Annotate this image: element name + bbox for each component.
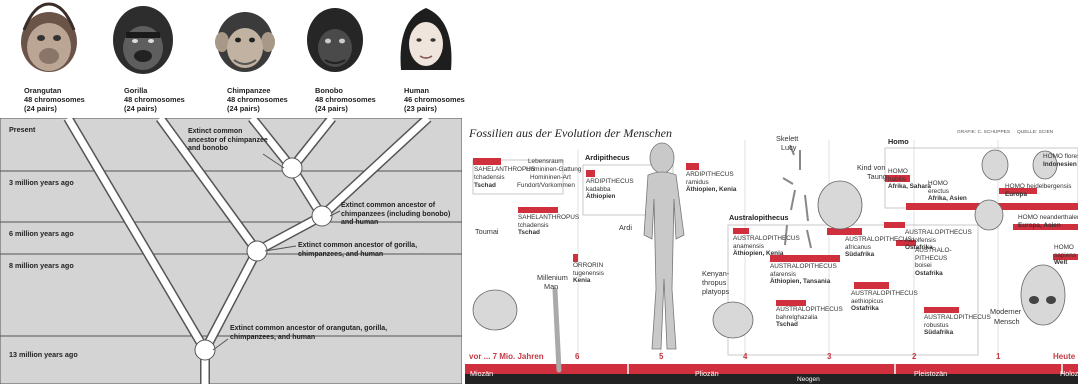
fossil-graphic (465, 140, 1078, 384)
timeline-tick-2: 2 (912, 352, 917, 361)
bonobo-portrait (307, 8, 363, 72)
ancestor-note-gorilla-chimps-human: Extinct common ancestor of gorilla, chim… (298, 242, 418, 258)
name-lucy: Lucy (781, 143, 797, 152)
name-toumai: Toumai (475, 227, 499, 236)
timeline-tick-5: 5 (659, 352, 664, 361)
timeline-end: Heute (1053, 352, 1076, 361)
legend-genus: SAHELANTHROPUS (474, 166, 536, 173)
time-label-8myr: 8 million years ago (9, 261, 74, 270)
epoch-holozaen: Holozän (1060, 369, 1078, 378)
name-mensch: Mensch (994, 317, 1020, 326)
group-australopithecus: Australopithecus (729, 213, 789, 222)
timeline-tick-1: 1 (996, 352, 1001, 361)
name-kenyan: Kenyan- (702, 269, 730, 278)
legend-place-desc: Fundort/Vorkommen (517, 182, 575, 189)
lucy-bones (782, 144, 812, 249)
name-ardi: Ardi (619, 223, 632, 232)
legend-genus-desc: Homininen-Gattung (526, 166, 582, 173)
taung-skull (817, 180, 863, 230)
timeline-tick-4: 4 (743, 352, 748, 361)
chimpanzee-portrait (215, 12, 275, 72)
node-gorilla-chimps-human (246, 240, 268, 262)
source-credit: QUELLE: SCIEN (1017, 130, 1054, 135)
group-ardipithecus: Ardipithecus (585, 153, 630, 162)
legend-species: tchadensis (474, 174, 505, 181)
taxon-homo-neanderthalensis: HOMO neanderthalensisEuropa, Asien (1018, 214, 1078, 229)
toumai-skull (472, 289, 518, 331)
node-chimp-bonobo (281, 157, 303, 179)
ancestor-note-all-apes: Extinct common ancestor of orangutan, go… (230, 325, 388, 341)
millenium-femur (552, 287, 562, 373)
node-all-great-apes (194, 339, 216, 361)
tree-diagram: Present 3 million years ago 6 million ye… (0, 118, 462, 384)
gorilla-portrait (113, 6, 173, 74)
epoch-pliozaen: Pliozän (695, 369, 719, 378)
timeline-tick-3: 3 (827, 352, 832, 361)
fossil-timeline-panel: Fossilien aus der Evolution der Menschen… (465, 0, 1078, 384)
name-millenium: Millenium (537, 273, 568, 282)
timeline-start: vor ... 7 Mio. Jahren (469, 352, 544, 361)
name-skelett: Skelett (776, 134, 799, 143)
name-taung: Taung (867, 172, 887, 181)
human-portrait (400, 8, 452, 70)
fossil-chart-title: Fossilien aus der Evolution der Menschen (469, 126, 672, 140)
timeline-tick-6: 6 (575, 352, 580, 361)
epoch-band (465, 364, 1078, 374)
ancestor-note-chimps-human: Extinct common ancestor of chimpanzees (… (341, 202, 451, 226)
ancestor-note-chimp-bonobo: Extinct common ancestor of chimpanzee an… (188, 128, 268, 152)
time-label-6myr: 6 million years ago (9, 229, 74, 238)
legend-species-desc: Homininen-Art (530, 174, 571, 181)
legend-lebensraum: Lebensraum (528, 158, 564, 165)
ardi-skeleton-figure (643, 142, 685, 350)
orangutan-portrait (21, 2, 77, 72)
time-label-present: Present (9, 125, 36, 134)
name-platyops: platyops (702, 287, 730, 296)
kenyanthropus-skull (712, 301, 754, 339)
name-moderner: Moderner (990, 307, 1022, 316)
name-millenium-man: Man (544, 282, 559, 291)
period-neogen: Neogen (797, 376, 820, 383)
node-chimps-human (311, 205, 333, 227)
group-homo: Homo (888, 137, 909, 146)
epoch-pleistozaen: Pleistozän (914, 369, 948, 378)
graphic-credit: GRAFIK: C. SCHUPPES (957, 130, 1011, 135)
time-label-13myr: 13 million years ago (9, 350, 78, 359)
taxon-homo-floresiensis: HOMO floresiensisIndonesien (1043, 153, 1078, 168)
modern-human-skull (1020, 264, 1066, 326)
name-thropus: thropus (702, 278, 727, 287)
time-label-3myr: 3 million years ago (9, 178, 74, 187)
epoch-miozaen: Miozän (470, 369, 494, 378)
tree-branches (0, 118, 462, 384)
legend-place: Tschad (474, 182, 496, 189)
name-kind-von: Kind von (857, 163, 886, 172)
